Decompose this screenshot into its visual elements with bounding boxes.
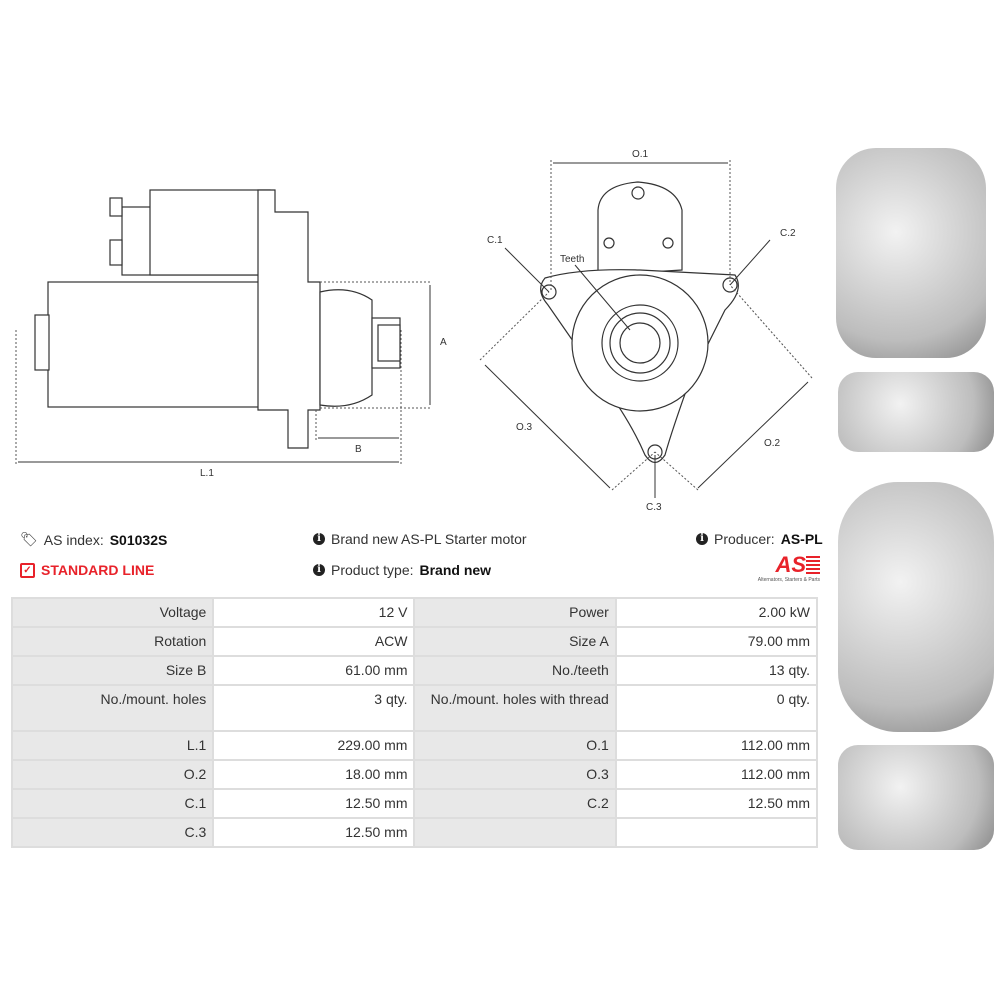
spec-label: Power: [413, 597, 617, 628]
spec-value: 112.00 mm: [614, 759, 819, 790]
logo-mark: AS: [738, 553, 820, 577]
info-icon: i: [313, 564, 325, 576]
description: i Brand new AS-PL Starter motor: [313, 531, 527, 547]
product-photo-rear[interactable]: [838, 482, 994, 732]
label-o3: O.3: [516, 422, 533, 433]
product-photo-side[interactable]: [838, 372, 994, 452]
label-c3: C.3: [646, 502, 662, 513]
spec-value: ACW: [212, 626, 416, 657]
spec-value: 112.00 mm: [614, 730, 819, 761]
label-o1: O.1: [632, 149, 649, 160]
producer: i Producer: AS-PL: [696, 531, 823, 547]
spec-value: 79.00 mm: [614, 626, 819, 657]
spec-label: C.3: [10, 817, 215, 848]
product-photo-top[interactable]: [838, 745, 994, 850]
spec-value: 3 qty.: [212, 684, 416, 732]
spec-label: O.3: [413, 759, 617, 790]
spec-label: O.1: [413, 730, 617, 761]
spec-value: 2.00 kW: [614, 597, 819, 628]
product-type-label: Product type:: [331, 562, 414, 578]
spec-value: 12.50 mm: [614, 788, 819, 819]
spec-value: 229.00 mm: [212, 730, 416, 761]
label-o2: O.2: [764, 438, 781, 449]
side-view-diagram: A B L.1: [15, 189, 447, 479]
logo-tagline: Alternators, Starters & Parts: [757, 577, 820, 583]
spec-label: [413, 817, 617, 848]
spec-value: 12 V: [212, 597, 416, 628]
label-a: A: [440, 337, 447, 348]
spec-value: 12.50 mm: [212, 788, 416, 819]
label-teeth: Teeth: [560, 254, 584, 265]
label-c1: C.1: [487, 235, 503, 246]
spec-label: O.2: [10, 759, 215, 790]
product-type: i Product type: Brand new: [313, 562, 491, 578]
description-text: Brand new AS-PL Starter motor: [331, 531, 527, 547]
producer-value: AS-PL: [780, 531, 823, 547]
front-view-diagram: O.1 O.3 O.2 C.1 C.2 C.3 Teeth: [479, 149, 813, 513]
product-type-value: Brand new: [419, 562, 492, 578]
spec-value: 61.00 mm: [212, 655, 416, 686]
spec-value: 13 qty.: [614, 655, 819, 686]
as-index-label: AS index:: [43, 531, 104, 548]
spec-label: No./mount. holes: [10, 684, 215, 732]
spec-label: No./teeth: [413, 655, 617, 686]
info-icon: i: [313, 533, 325, 545]
checkbox-icon: ✓: [20, 562, 35, 578]
spec-label: Size A: [413, 626, 617, 657]
as-index-value: S01032S: [109, 531, 168, 548]
producer-label: Producer:: [714, 531, 775, 547]
spec-label: Size B: [10, 655, 215, 686]
spec-value: 12.50 mm: [212, 817, 416, 848]
spec-value: 18.00 mm: [212, 759, 416, 790]
label-b: B: [355, 444, 362, 455]
spec-label: Rotation: [10, 626, 215, 657]
standard-line: ✓ STANDARD LINE: [20, 562, 154, 578]
spec-label: Voltage: [10, 597, 215, 628]
spec-label: C.1: [10, 788, 215, 819]
spec-value: 0 qty.: [614, 684, 819, 732]
label-c2: C.2: [780, 228, 796, 239]
as-pl-logo: AS Alternators, Starters & Parts: [738, 553, 820, 583]
spec-value: [614, 817, 819, 848]
info-icon: i: [696, 533, 708, 545]
spec-label: No./mount. holes with thread: [413, 684, 617, 732]
spec-label: L.1: [10, 730, 215, 761]
as-index: 🏷 AS index: S01032S: [20, 531, 167, 548]
tag-icon: 🏷: [20, 531, 38, 547]
spec-label: C.2: [413, 788, 617, 819]
standard-line-label: STANDARD LINE: [41, 562, 155, 578]
label-l1: L.1: [200, 468, 214, 479]
product-photo-front[interactable]: [836, 148, 986, 358]
